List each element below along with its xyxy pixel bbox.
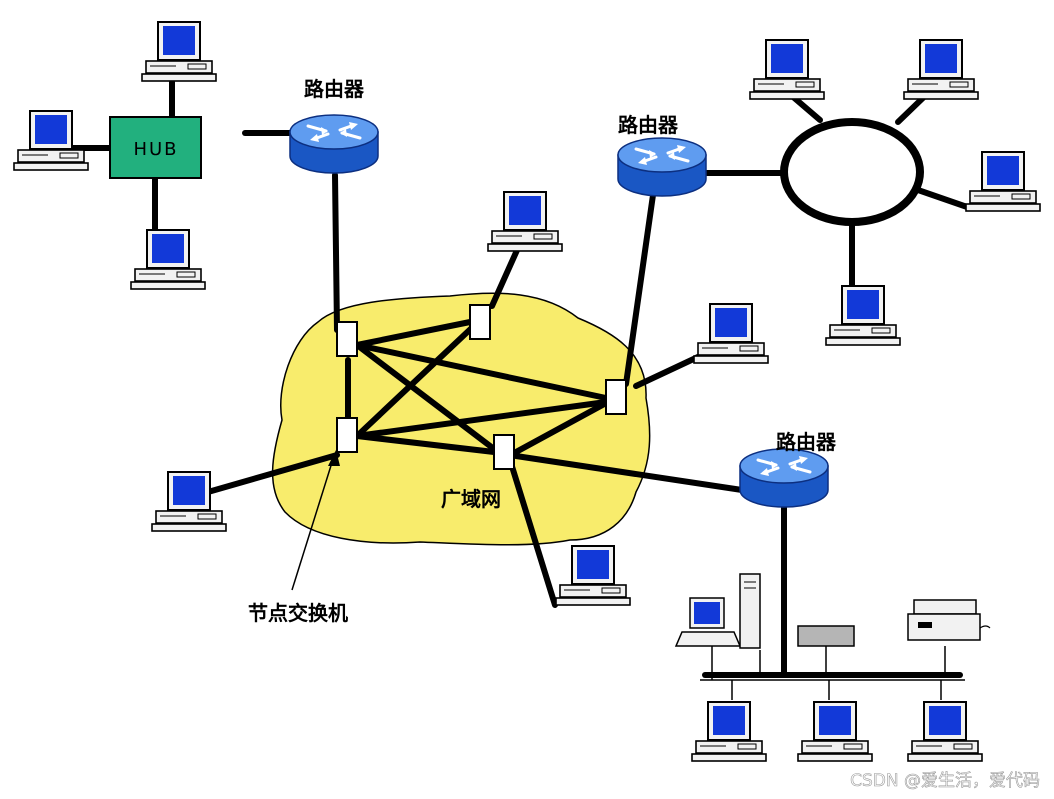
computer-icon xyxy=(965,151,1041,212)
watermark: CSDN @爱生活，爱代码 xyxy=(850,771,1040,791)
router-icon xyxy=(738,447,830,509)
switch-node xyxy=(336,321,358,357)
computer-icon xyxy=(797,701,873,762)
computer-icon xyxy=(693,303,769,364)
switch-node-label: 节点交换机 xyxy=(248,601,348,625)
router-label: 路由器 xyxy=(304,77,365,101)
router-icon xyxy=(288,113,380,175)
hub: HUB xyxy=(109,116,202,179)
switch-node xyxy=(336,417,358,453)
network-links xyxy=(69,79,973,678)
printer-icon xyxy=(907,599,991,641)
switch-node xyxy=(493,434,515,470)
computer-icon xyxy=(487,191,563,252)
switch-node xyxy=(605,379,627,415)
wan-label: 广域网 xyxy=(441,487,501,511)
computer-icon xyxy=(691,701,767,762)
workstation-icon xyxy=(674,597,742,647)
token-ring xyxy=(780,118,924,226)
computer-icon xyxy=(13,110,89,171)
router-label: 路由器 xyxy=(776,430,837,454)
computer-icon xyxy=(130,229,206,290)
switch-node xyxy=(469,304,491,340)
computer-icon xyxy=(555,545,631,606)
computer-icon xyxy=(141,21,217,82)
hub-label: HUB xyxy=(133,139,178,160)
computer-icon xyxy=(151,471,227,532)
computer-icon xyxy=(903,39,979,100)
computer-icon xyxy=(749,39,825,100)
computer-icon xyxy=(825,285,901,346)
router-icon xyxy=(616,136,708,198)
server-box-icon xyxy=(797,625,855,647)
computer-icon xyxy=(907,701,983,762)
arrow-icon xyxy=(328,450,340,466)
bus-network xyxy=(700,640,965,700)
tower-server-icon xyxy=(739,573,761,649)
router-label: 路由器 xyxy=(618,113,679,137)
callout-arrow-line xyxy=(291,455,335,591)
